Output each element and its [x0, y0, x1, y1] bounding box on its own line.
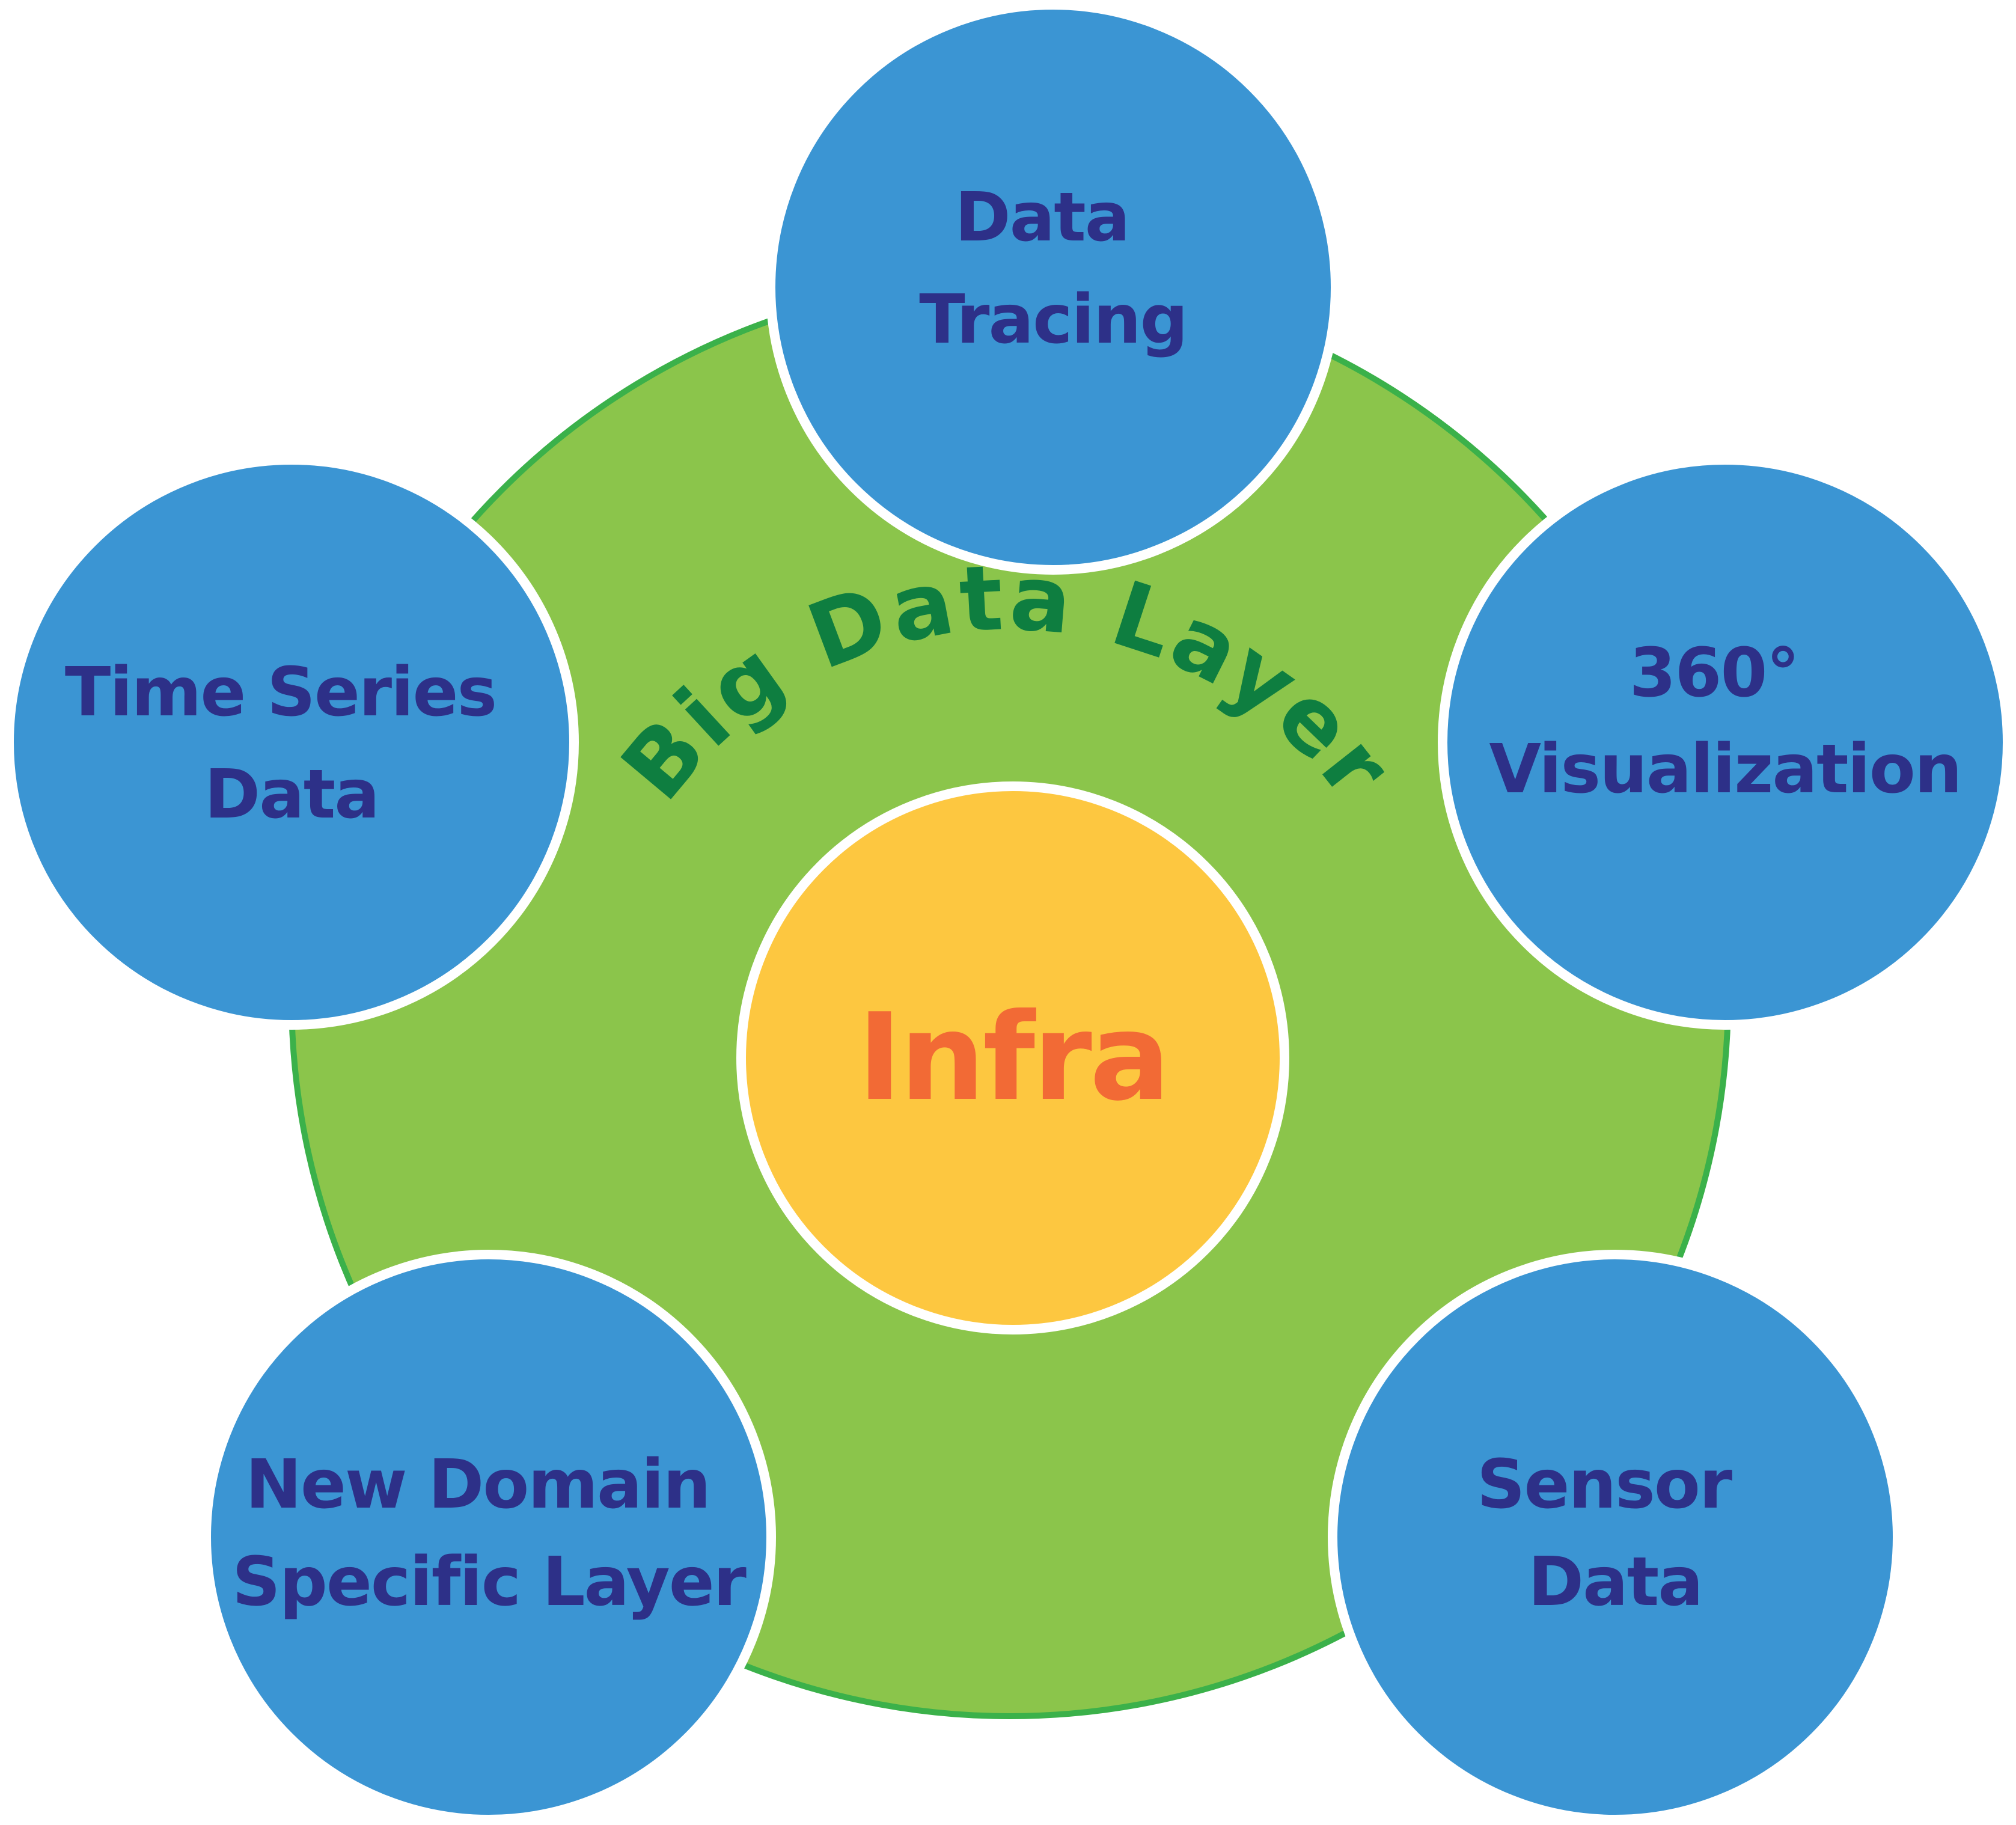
- node-sensor-data-line-2: Data: [1528, 1543, 1702, 1621]
- node-data-tracing-line-1: Data: [955, 179, 1129, 257]
- node-new-domain-line-1: New Domain: [245, 1446, 709, 1524]
- node-visualization-line-2: Visualization: [1489, 730, 1961, 809]
- node-visualization-circle: [1438, 455, 2012, 1030]
- node-time-series: Time Series Data: [4, 455, 579, 1030]
- infra-circle: [736, 781, 1289, 1334]
- node-visualization-label: 360° Visualization: [1489, 634, 1961, 809]
- node-time-series-line-2: Data: [204, 756, 379, 834]
- node-visualization-line-1: 360°: [1630, 634, 1799, 712]
- node-sensor-data: Sensor Data: [1328, 1250, 1902, 1824]
- node-time-series-label: Time Series Data: [65, 653, 518, 834]
- node-new-domain: New Domain Specific Layer: [201, 1250, 776, 1824]
- node-sensor-data-line-1: Sensor: [1477, 1446, 1732, 1524]
- node-visualization: 360° Visualization: [1438, 455, 2012, 1030]
- node-sensor-data-circle: [1328, 1250, 1902, 1824]
- node-data-tracing: Data Tracing: [766, 0, 1340, 575]
- node-time-series-circle: [4, 455, 579, 1030]
- node-new-domain-label: New Domain Specific Layer: [232, 1446, 747, 1621]
- node-sensor-data-label: Sensor Data: [1477, 1446, 1753, 1621]
- node-data-tracing-circle: [766, 0, 1340, 575]
- node-time-series-line-1: Time Series: [65, 653, 496, 732]
- node-new-domain-circle: [201, 1250, 776, 1824]
- node-data-tracing-label: Data Tracing: [919, 179, 1187, 359]
- node-data-tracing-line-2: Tracing: [919, 281, 1187, 359]
- infra-label: Infra: [857, 988, 1168, 1128]
- node-new-domain-line-2: Specific Layer: [232, 1543, 747, 1621]
